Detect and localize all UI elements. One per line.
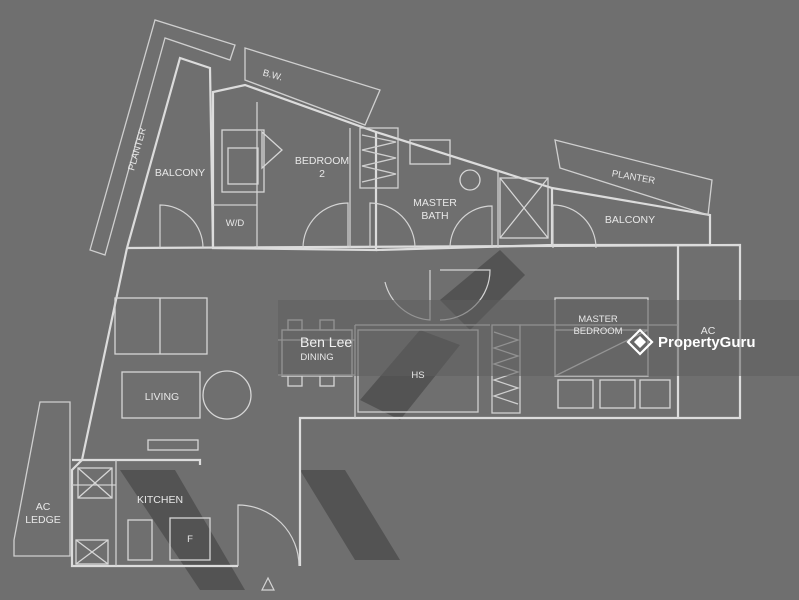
bedroom2-bed <box>221 129 283 193</box>
planter-right <box>554 139 713 216</box>
living-label: LIVING <box>145 391 179 403</box>
propertyguru-logo: PropertyGuru <box>626 328 756 356</box>
planter-right-label: PLANTER <box>611 168 656 186</box>
wd-label: W/D <box>226 218 245 229</box>
ac-ledge-outline <box>13 401 71 557</box>
ac-right-label: AC <box>701 325 716 337</box>
bw-strip <box>244 47 381 126</box>
master-bath-label-2: BATH <box>421 210 448 222</box>
agent-banner <box>278 300 799 376</box>
living-furniture <box>114 297 252 451</box>
overlay: Ben Lee PropertyGuru <box>300 328 756 356</box>
house-icon-inner <box>634 336 646 348</box>
master-bedroom-label-2: BEDROOM <box>573 326 622 337</box>
kitchen-fixtures <box>75 467 211 565</box>
master-bedroom-label: MASTER <box>578 314 618 325</box>
balcony-left-label: BALCONY <box>155 167 205 179</box>
ac-ledge-label: AC <box>36 501 51 513</box>
planter-left-label: PLANTER <box>126 127 149 172</box>
fridge-label: F <box>187 534 193 545</box>
house-icon <box>626 328 654 356</box>
bedroom2-number: 2 <box>319 168 325 180</box>
master-bath-label: MASTER <box>413 197 457 209</box>
hs-label: HS <box>411 370 424 381</box>
ac-ledge-label-2: LEDGE <box>25 514 61 526</box>
dining-label: DINING <box>300 352 333 363</box>
bedroom2-label: BEDROOM <box>295 155 349 167</box>
brand-name: PropertyGuru <box>658 334 756 351</box>
master-bath-fixtures <box>409 139 549 239</box>
agent-name: Ben Lee <box>300 334 352 350</box>
planter-left <box>89 19 236 256</box>
bw-label: B.W. <box>262 68 284 84</box>
balcony-right-label: BALCONY <box>605 214 655 226</box>
kitchen-label: KITCHEN <box>137 494 183 506</box>
